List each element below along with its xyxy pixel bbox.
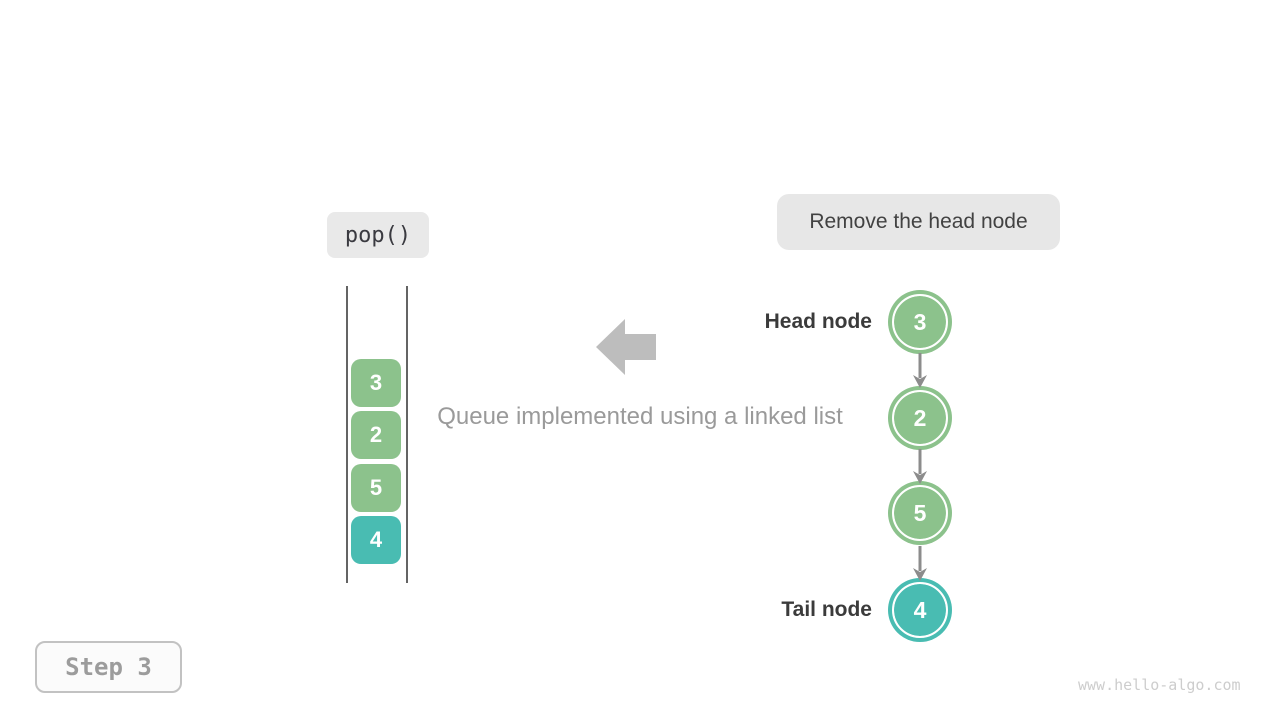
- queue-item-5: 5: [351, 464, 401, 512]
- queue-wall-left: [346, 286, 348, 583]
- link-arrow-icon-2: [913, 449, 927, 484]
- link-arrow-icon-1: [913, 353, 927, 388]
- left-arrow-icon: [596, 319, 656, 375]
- diagram-caption: Queue implemented using a linked list: [437, 403, 843, 430]
- watermark-url: www.hello-algo.com: [1078, 676, 1241, 694]
- pop-operation-label: pop(): [327, 212, 429, 258]
- list-node-4-tail: 4: [892, 582, 948, 638]
- list-node-2: 2: [892, 390, 948, 446]
- tail-node-label: Tail node: [781, 598, 872, 621]
- queue-wall-right: [406, 286, 408, 583]
- link-arrow-icon-3: [913, 546, 927, 581]
- list-node-3-head: 3: [892, 294, 948, 350]
- queue-item-3: 3: [351, 359, 401, 407]
- list-node-5: 5: [892, 485, 948, 541]
- queue-item-4: 4: [351, 516, 401, 564]
- head-node-label: Head node: [764, 310, 872, 333]
- step-badge: Step 3: [35, 641, 182, 693]
- queue-item-2: 2: [351, 411, 401, 459]
- remove-head-annotation: Remove the head node: [777, 194, 1060, 250]
